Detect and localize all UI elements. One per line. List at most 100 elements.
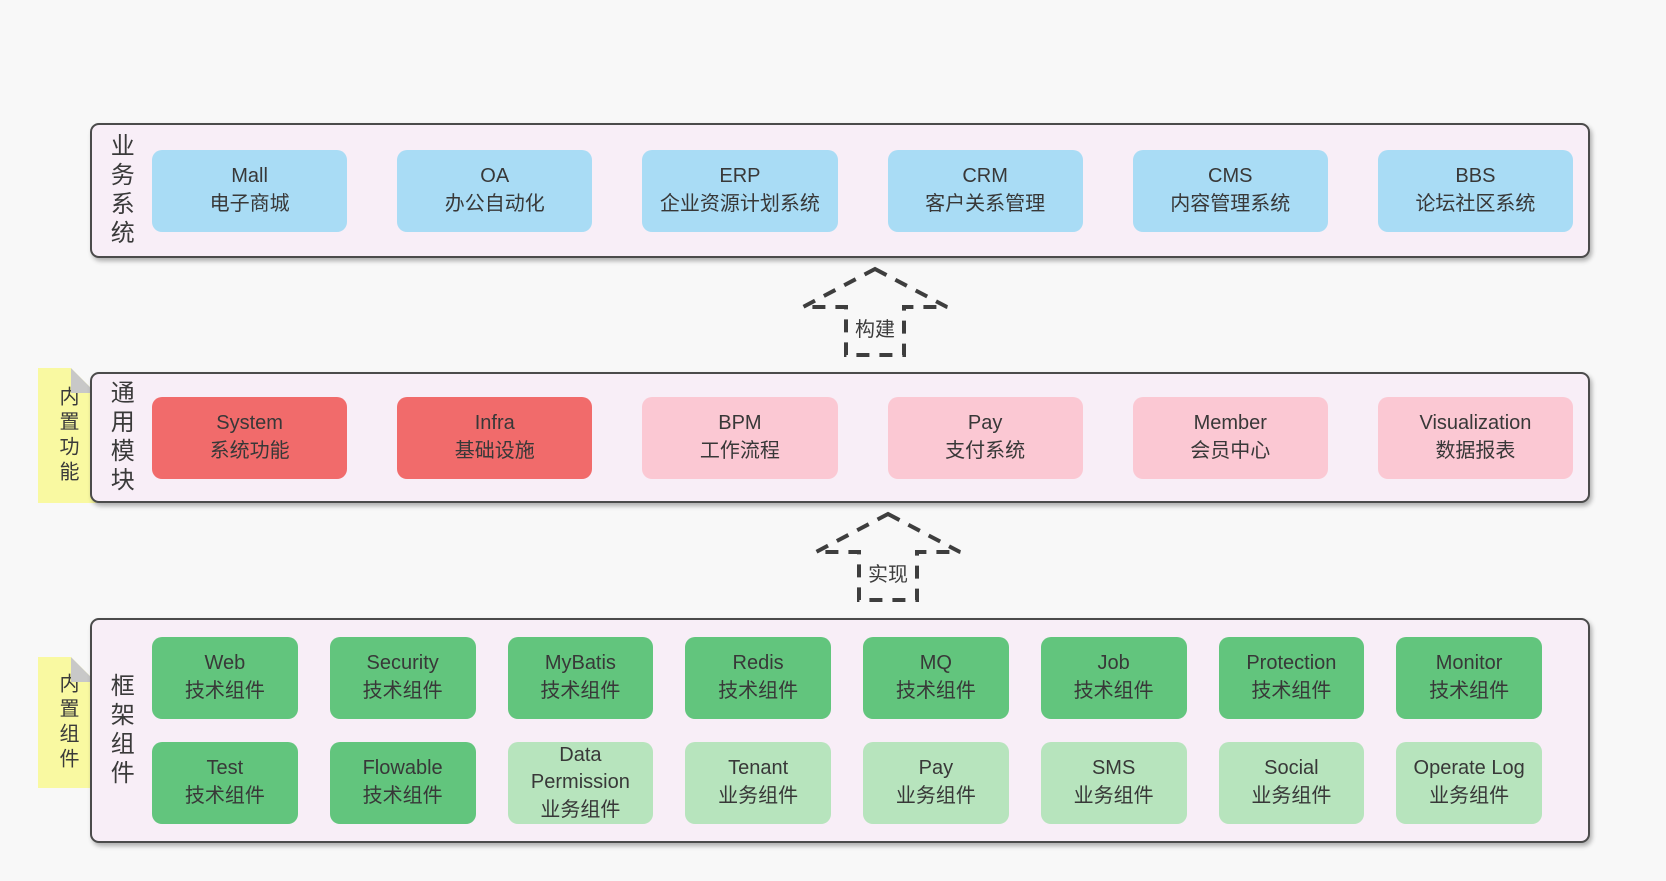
box-subtitle: 电子商城 [209,192,290,215]
box-subtitle: 论坛社区系统 [1415,192,1536,215]
box-bbs: BBS 论坛社区系统 [1377,149,1574,232]
box-subtitle: 技术组件 [718,680,799,702]
box-title: Security [366,652,439,675]
box-subtitle: 内容管理系统 [1170,192,1291,215]
sticky-note-builtin-components: 内置组件 [38,657,96,788]
box-bpm: BPM 工作流程 [642,396,838,479]
box-subtitle: 技术组件 [362,785,443,807]
box-title: Data Permission [530,743,630,794]
box-protection: Protection 技术组件 [1218,637,1365,719]
sticky-note-label: 内置组件 [56,672,78,773]
box-subtitle: 业务组件 [1073,785,1154,807]
box-monitor: Monitor 技术组件 [1396,637,1542,719]
box-data-permission: Data Permission 业务组件 [507,742,654,824]
box-subtitle: 基础设施 [454,439,535,462]
box-mall: Mall 电子商城 [152,149,348,232]
box-subtitle: 业务组件 [895,785,976,807]
box-title: Infra [474,411,515,434]
box-mybatis: MyBatis 技术组件 [507,637,654,719]
box-title: BBS [1455,164,1496,187]
box-mq: MQ 技术组件 [863,637,1009,719]
box-title: BPM [718,411,762,434]
box-infra: Infra 基础设施 [397,396,593,479]
box-title: SMS [1091,757,1136,780]
box-subtitle: 业务组件 [540,798,621,821]
box-subtitle: 技术组件 [1073,680,1154,702]
box-pay: Pay 支付系统 [887,396,1083,479]
box-oa: OA 办公自动化 [397,149,593,232]
box-member: Member 会员中心 [1132,396,1328,479]
box-operate-log: Operate Log 业务组件 [1396,742,1542,824]
box-crm: CRM 客户关系管理 [887,149,1083,232]
box-subtitle: 业务组件 [1251,785,1332,807]
box-subtitle: 企业资源计划系统 [659,192,820,215]
box-title: Mall [231,164,268,187]
box-social: Social 业务组件 [1218,742,1365,824]
box-title: Monitor [1435,652,1503,675]
box-sms: SMS 业务组件 [1040,742,1187,824]
box-title: System [216,411,283,434]
box-title: OA [480,164,510,187]
box-subtitle: 支付系统 [945,439,1026,462]
box-title: Social [1264,757,1319,780]
box-title: Member [1193,411,1267,434]
box-subtitle: 数据报表 [1435,439,1516,462]
box-subtitle: 技术组件 [1251,680,1332,702]
box-subtitle: 技术组件 [184,785,265,807]
sticky-note-builtin-features: 内置功能 [38,368,96,503]
box-subtitle: 技术组件 [1429,680,1510,702]
box-redis: Redis 技术组件 [685,637,831,719]
box-flowable: Flowable 技术组件 [329,742,476,824]
box-subtitle: 技术组件 [362,680,443,702]
box-subtitle: 技术组件 [540,680,621,702]
sticky-note-label: 内置功能 [56,385,78,486]
dashed-up-arrow-icon [815,511,961,602]
box-title: Visualization [1419,411,1532,434]
box-erp: ERP 企业资源计划系统 [642,149,838,232]
box-subtitle: 会员中心 [1190,439,1271,462]
build-arrow-icon: 构建 [800,266,950,358]
box-pay: Pay 业务组件 [863,742,1009,824]
box-subtitle: 技术组件 [184,680,265,702]
box-title: CRM [962,164,1008,187]
box-subtitle: 技术组件 [895,680,976,702]
box-subtitle: 业务组件 [718,785,799,807]
layer-label-framework-components: 框架组件 [106,672,134,789]
box-title: ERP [719,164,761,187]
layer-boxes-business-systems: Mall 电子商城 OA 办公自动化 ERP 企业资源计划系统 CRM 客户关系管理 CMS 内容… [146,125,1588,256]
box-subtitle: 客户关系管理 [925,192,1046,215]
box-row: Mall 电子商城 OA 办公自动化 ERP 企业资源计划系统 CRM 客户关系管理 CMS 内容… [152,149,1574,232]
layer-business-systems: 业务系统 Mall 电子商城 OA 办公自动化 ERP 企业资源计划系统 CRM 客户关系管理… [90,123,1590,258]
dashed-up-arrow-icon [802,266,948,357]
box-title: MyBatis [544,652,616,675]
box-title: Flowable [362,757,443,780]
box-subtitle: 办公自动化 [444,192,545,215]
box-title: Protection [1246,652,1337,675]
build-arrow-label: 构建 [852,313,898,342]
box-title: Pay [918,757,954,780]
box-job: Job 技术组件 [1040,637,1187,719]
box-title: Pay [967,411,1003,434]
layer-label-business-systems: 业务系统 [106,132,134,249]
box-title: Job [1097,652,1130,675]
box-title: Operate Log [1413,757,1525,780]
implement-arrow-icon: 实现 [813,511,963,603]
box-cms: CMS 内容管理系统 [1132,149,1328,232]
box-subtitle: 工作流程 [699,439,780,462]
box-title: Redis [732,652,784,675]
box-title: MQ [919,652,952,675]
box-visualization: Visualization 数据报表 [1377,396,1574,479]
layer-label-common-modules: 通用模块 [106,379,134,496]
box-title: CMS [1208,164,1253,187]
box-subtitle: 业务组件 [1429,785,1510,807]
